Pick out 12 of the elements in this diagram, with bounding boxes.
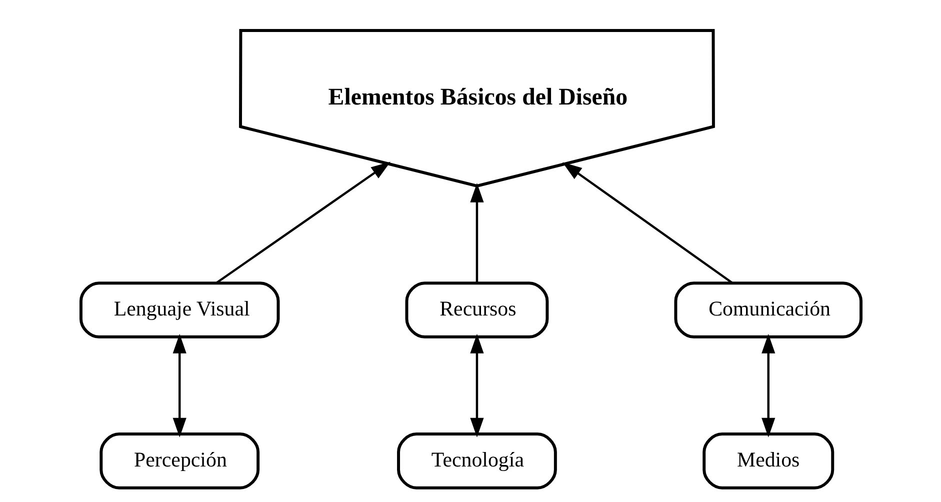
arrow (470, 334, 484, 438)
arrow (214, 162, 390, 284)
node-box: Lenguaje Visual (78, 282, 280, 338)
node-box: Comunicación (674, 282, 862, 338)
arrow (761, 334, 775, 438)
node-box: Medios (702, 432, 834, 490)
arrow (470, 182, 484, 284)
arrow (562, 162, 733, 284)
arrow (172, 334, 186, 438)
node-box: Recursos (404, 282, 548, 338)
node-box: Tecnología (396, 432, 556, 490)
node-box: Percepción (99, 432, 260, 490)
